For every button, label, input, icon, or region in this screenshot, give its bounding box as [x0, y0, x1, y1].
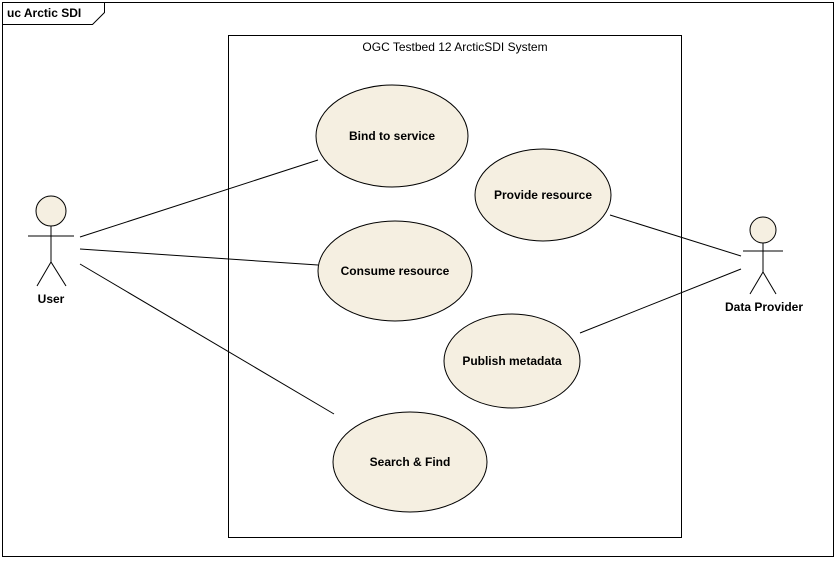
use-case-publish-metadata[interactable]: Publish metadata	[443, 313, 581, 409]
use-case-search-find[interactable]: Search & Find	[332, 411, 488, 513]
use-case-consume-ellipse	[317, 220, 473, 322]
association-user-search	[79, 263, 335, 415]
actor-provider-right-leg	[762, 271, 777, 295]
use-case-bind-to-service[interactable]: Bind to service	[315, 84, 469, 188]
association-provider-provide	[609, 214, 742, 257]
use-case-bind-ellipse	[315, 84, 469, 188]
use-case-search-label: Search & Find	[370, 455, 451, 469]
use-case-publish-label: Publish metadata	[462, 354, 562, 368]
frame-title: uc Arctic SDI	[7, 6, 81, 20]
association-user-consume	[79, 248, 319, 266]
actor-user[interactable]: User	[28, 195, 74, 306]
use-case-provide-label: Provide resource	[494, 188, 592, 202]
system-boundary-title: OGC Testbed 12 ArcticSDI System	[362, 40, 547, 54]
actor-user-right-leg	[50, 261, 67, 287]
actor-provider-left-leg	[749, 271, 764, 295]
association-user-bind	[79, 159, 319, 238]
use-case-bind-label: Bind to service	[349, 129, 435, 143]
actor-provider-head	[749, 216, 777, 244]
actor-provider-label: Data Provider	[725, 300, 803, 314]
actor-user-label: User	[38, 292, 65, 306]
use-case-provide-ellipse	[474, 148, 612, 242]
system-boundary	[228, 35, 682, 538]
actor-user-left-leg	[36, 261, 52, 287]
actor-user-head	[35, 195, 67, 227]
use-case-consume-resource[interactable]: Consume resource	[317, 220, 473, 322]
use-case-publish-ellipse	[443, 313, 581, 409]
use-case-search-ellipse	[332, 411, 488, 513]
use-case-provide-resource[interactable]: Provide resource	[474, 148, 612, 242]
association-provider-publish	[579, 268, 742, 334]
frame-title-tab	[2, 2, 105, 25]
use-case-consume-label: Consume resource	[341, 264, 450, 278]
actor-data-provider[interactable]: Data Provider	[725, 216, 803, 314]
